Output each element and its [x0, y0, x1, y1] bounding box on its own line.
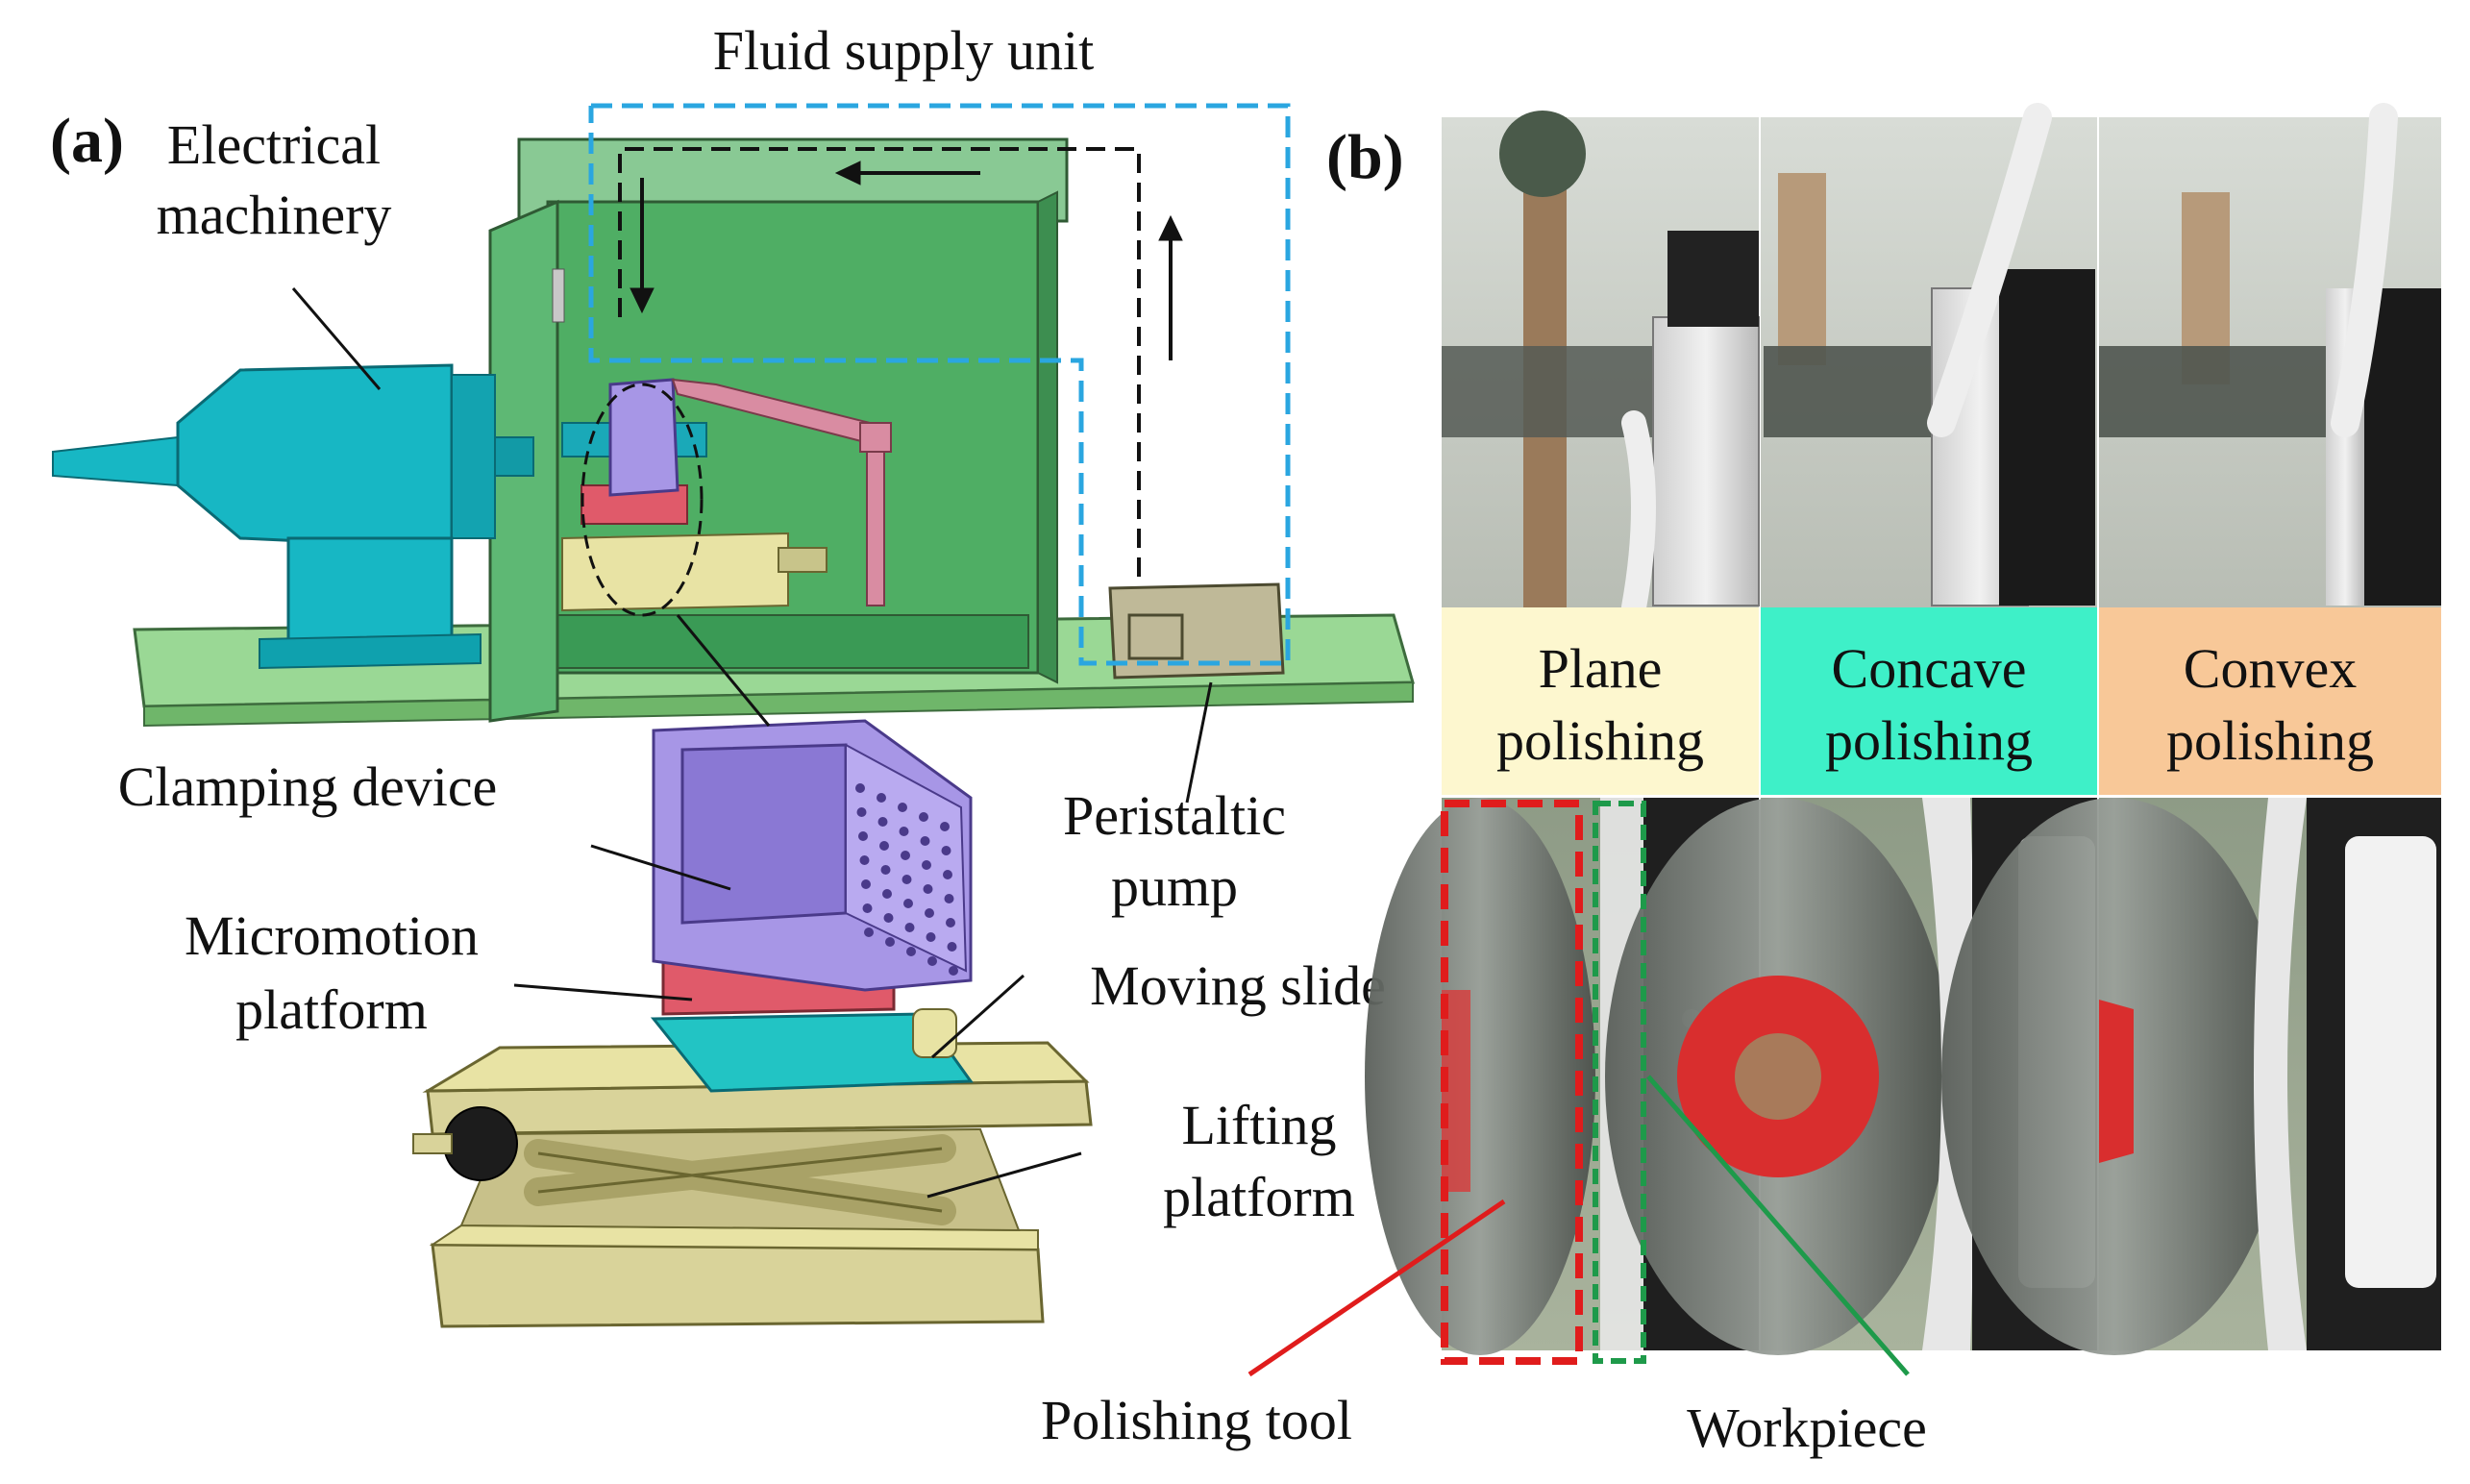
enlarged-assembly	[412, 719, 1093, 1328]
clamp-hole	[859, 855, 870, 865]
mode-concave-line2: polishing	[1825, 709, 2033, 772]
mode-labels: Plane polishing Concave polishing Convex…	[1442, 607, 2441, 795]
mode-plane-line2: polishing	[1496, 709, 1704, 772]
clamp-hole	[861, 879, 871, 889]
flow-path	[618, 147, 1141, 577]
leader-lines-a	[291, 287, 1213, 1199]
clamp-hole	[864, 928, 874, 937]
mode-concave-line1: Concave	[1832, 637, 2027, 700]
clamp-hole	[946, 918, 955, 928]
label-polishing-tool: Polishing tool	[1041, 1389, 1352, 1451]
electrical-machinery	[52, 363, 534, 670]
mode-bg-plane	[1442, 607, 1759, 795]
clamp-hole	[898, 803, 907, 812]
clamp-hole	[856, 807, 867, 817]
clamp-hole	[926, 932, 936, 942]
clamping-device	[652, 719, 973, 992]
mode-plane-line1: Plane	[1539, 637, 1663, 700]
clamp-hole	[901, 851, 910, 860]
clamp-hole	[947, 942, 957, 952]
top-photos	[1442, 103, 2441, 620]
photo-top-concave	[1761, 103, 2097, 607]
clamp-hole	[944, 894, 954, 903]
mode-bg-concave	[1761, 607, 2097, 795]
clamp-hole	[899, 827, 909, 836]
photo-top-convex	[2099, 103, 2441, 607]
label-lifting-line2: platform	[1163, 1166, 1355, 1228]
clamp-hole	[940, 822, 950, 831]
clamp-hole	[883, 913, 894, 923]
clamp-hole	[925, 908, 934, 918]
clamp-hole	[943, 870, 952, 879]
fluid-supply-loop	[588, 103, 1291, 666]
moving-slide	[650, 1012, 974, 1093]
clamp-hole	[879, 841, 889, 851]
clamp-hole	[904, 923, 915, 932]
clamp-hole	[858, 831, 868, 841]
clamp-hole	[923, 884, 933, 894]
label-moving-slide: Moving slide	[1090, 954, 1386, 1017]
label-peristaltic-line1: Peristaltic	[1063, 784, 1286, 847]
mode-bg-convex	[2099, 607, 2441, 795]
tool-highlight-box	[1441, 800, 1583, 1365]
clamp-hole	[862, 903, 873, 913]
clamp-hole	[877, 817, 888, 827]
mode-convex-line1: Convex	[2184, 637, 2357, 700]
label-fluid-supply-unit: Fluid supply unit	[713, 19, 1094, 82]
clamp-hole	[949, 966, 958, 976]
bottom-photos	[1365, 798, 2441, 1355]
photo-bottom-convex	[1941, 798, 2441, 1355]
clamp-hole	[906, 947, 916, 956]
clamp-hole	[919, 812, 928, 822]
tool-leader	[1247, 1199, 1506, 1377]
panel-a-letter: (a)	[50, 106, 124, 176]
clamp-hole	[920, 836, 930, 846]
label-micromotion-line2: platform	[235, 978, 428, 1041]
clamp-hole	[880, 865, 891, 875]
clamp-hole	[855, 783, 865, 793]
clamp-hole	[885, 937, 895, 947]
detail-ellipse	[580, 383, 704, 617]
flow-arrows	[630, 161, 1183, 360]
label-lifting-line1: Lifting	[1181, 1094, 1336, 1156]
panel-b-letter: (b)	[1326, 122, 1404, 192]
label-electrical-line1: Electrical	[167, 113, 381, 176]
workpiece-leader	[1646, 1075, 1910, 1376]
clamp-hole	[903, 899, 913, 908]
labels-a: Fluid supply unit Electrical machinery C…	[118, 19, 1386, 1228]
panel-a: (a)	[50, 19, 1415, 1328]
label-peristaltic-line2: pump	[1111, 855, 1238, 918]
label-clamping-device: Clamping device	[118, 755, 498, 818]
clamp-hole	[902, 875, 912, 884]
peristaltic-pump	[1108, 582, 1285, 680]
mode-convex-line2: polishing	[2166, 709, 2374, 772]
clamp-hole	[877, 793, 886, 803]
workpiece-highlight-box	[1593, 801, 1646, 1364]
label-electrical-line2: machinery	[157, 184, 392, 246]
clamp-hole	[927, 956, 937, 966]
clamp-hole	[941, 846, 951, 855]
clamp-hole	[922, 860, 931, 870]
photo-top-plane	[1442, 111, 1760, 620]
panel-b: (b)	[1041, 103, 2441, 1459]
label-workpiece: Workpiece	[1687, 1397, 1927, 1459]
label-micromotion-line1: Micromotion	[185, 904, 479, 967]
clamp-hole	[882, 889, 892, 899]
inner-assembly	[561, 378, 892, 617]
